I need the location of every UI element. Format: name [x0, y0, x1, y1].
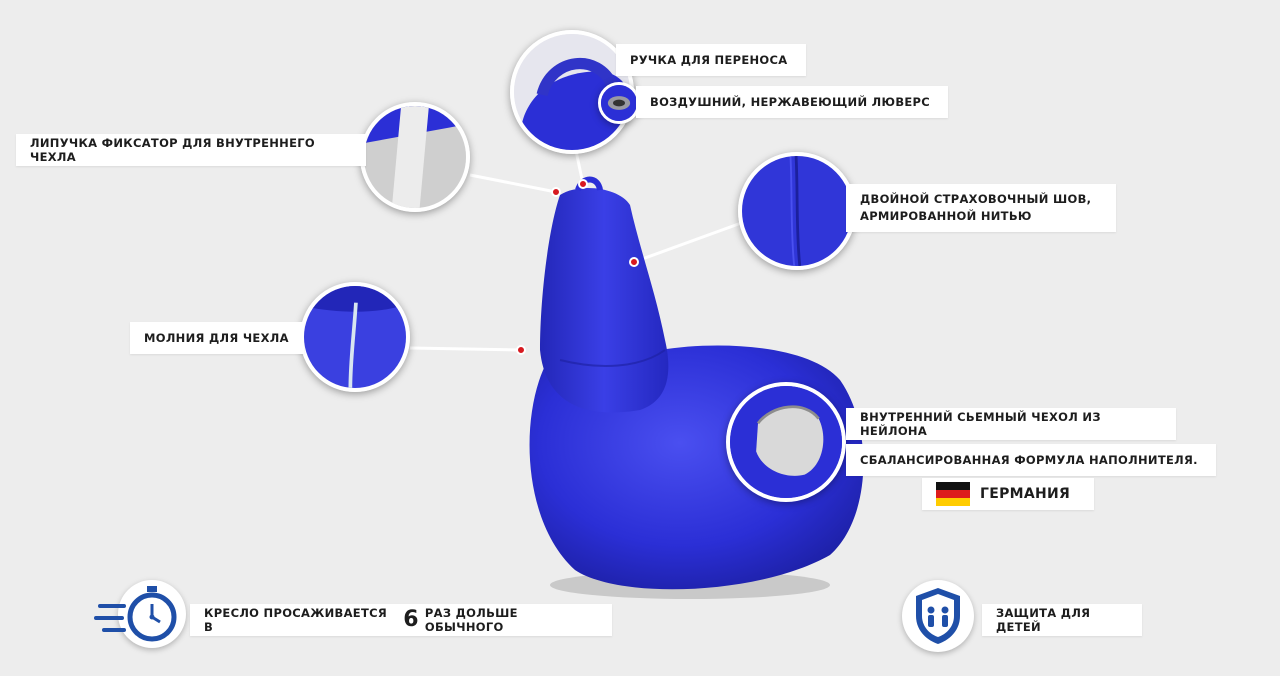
child-shield-icon — [902, 580, 974, 652]
stopwatch-icon — [118, 580, 186, 648]
label-filler: СБАЛАНСИРОВАННАЯ ФОРМУЛА НАПОЛНИТЕЛЯ. — [846, 444, 1216, 476]
label-grommet: ВОЗДУШНИЙ, НЕРЖАВЕЮЩИЙ ЛЮВЕРС — [636, 86, 948, 118]
child-safety-text: ЗАЩИТА ДЛЯ ДЕТЕЙ — [996, 606, 1091, 634]
label-zipper-text: МОЛНИЯ ДЛЯ ЧЕХЛА — [144, 331, 289, 345]
label-velcro: ЛИПУЧКА ФИКСАТОР ДЛЯ ВНУТРЕННЕГО ЧЕХЛА — [16, 134, 366, 166]
label-inner-cover: ВНУТРЕННИЙ СЬЕМНЫЙ ЧЕХОЛ ИЗ НЕЙЛОНА — [846, 408, 1176, 440]
germany-flag-icon — [936, 482, 970, 506]
label-zipper: МОЛНИЯ ДЛЯ ЧЕХЛА — [130, 322, 304, 354]
durability-suffix: РАЗ ДОЛЬШЕ ОБЫЧНОГО — [424, 606, 518, 634]
label-country-text: ГЕРМАНИЯ — [980, 486, 1071, 502]
marker-handle — [578, 179, 588, 189]
label-grommet-text: ВОЗДУШНИЙ, НЕРЖАВЕЮЩИЙ ЛЮВЕРС — [650, 95, 931, 109]
label-handle: РУЧКА ДЛЯ ПЕРЕНОСА — [616, 44, 806, 76]
label-inner-cover-text: ВНУТРЕННИЙ СЬЕМНЫЙ ЧЕХОЛ ИЗ НЕЙЛОНА — [860, 410, 1101, 438]
label-filler-text: СБАЛАНСИРОВАННАЯ ФОРМУЛА НАПОЛНИТЕЛЯ. — [860, 453, 1198, 467]
label-seam-line1: ДВОЙНОЙ СТРАХОВОЧНЫЙ ШОВ, — [860, 192, 1092, 206]
label-country: ГЕРМАНИЯ — [922, 478, 1094, 510]
zipper-photo — [300, 282, 410, 392]
durability-number: 6 — [403, 607, 419, 632]
label-child-safety: ЗАЩИТА ДЛЯ ДЕТЕЙ — [982, 604, 1142, 636]
label-durability: КРЕСЛО ПРОСАЖИВАЕТСЯ В 6 РАЗ ДОЛЬШЕ ОБЫЧ… — [190, 604, 612, 636]
label-seam-line2: АРМИРОВАННОЙ НИТЬЮ — [860, 209, 1032, 223]
filler-photo — [726, 382, 846, 502]
marker-zipper — [516, 345, 526, 355]
grommet-photo — [598, 82, 640, 124]
label-handle-text: РУЧКА ДЛЯ ПЕРЕНОСА — [630, 53, 788, 67]
label-velcro-text: ЛИПУЧКА ФИКСАТОР ДЛЯ ВНУТРЕННЕГО ЧЕХЛА — [30, 136, 315, 164]
label-seam: ДВОЙНОЙ СТРАХОВОЧНЫЙ ШОВ, АРМИРОВАННОЙ Н… — [846, 184, 1116, 232]
marker-seam — [629, 257, 639, 267]
marker-velcro — [551, 187, 561, 197]
durability-prefix: КРЕСЛО ПРОСАЖИВАЕТСЯ В — [204, 606, 387, 634]
